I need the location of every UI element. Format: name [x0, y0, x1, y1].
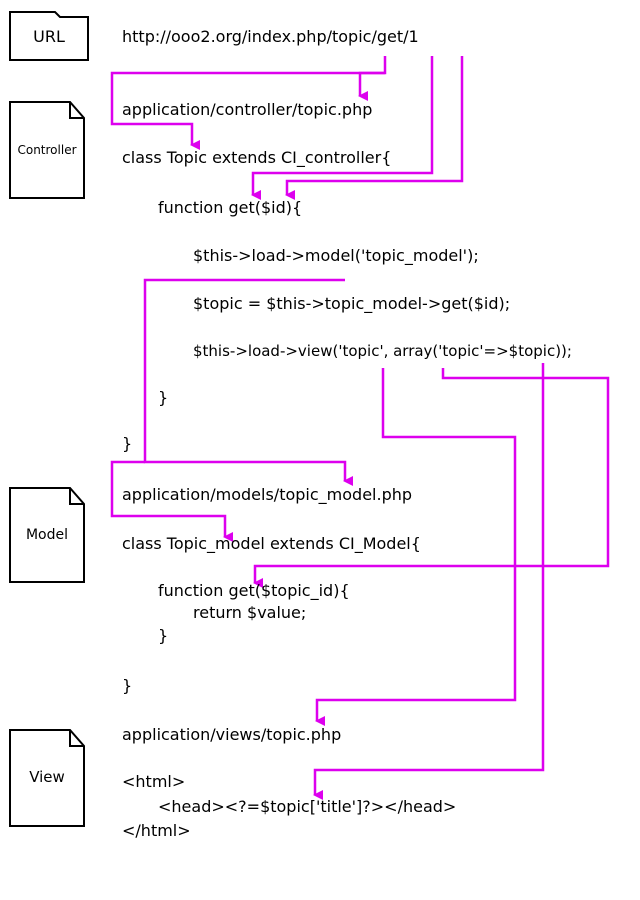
topic-get-line: $topic = $this->topic_model->get($id);: [193, 294, 511, 313]
arrow-url-id-to-param: [285, 56, 464, 200]
arrow-url-topic-to-class-topic: [110, 71, 385, 150]
url-label: URL: [33, 27, 65, 46]
html-open-line: <html>: [122, 772, 186, 791]
function-get-model-line: function get($topic_id){: [158, 581, 350, 600]
arrow-model-get-to-function-get: [253, 368, 610, 588]
class-model-line: class Topic_model extends CI_Model{: [122, 534, 421, 553]
close-class-brace: }: [122, 434, 133, 453]
head-line: <head><?=$topic['title']?></head>: [158, 797, 457, 816]
return-value-line: return $value;: [193, 603, 307, 622]
url-folder-icon: [9, 11, 89, 61]
html-close-line: </html>: [122, 821, 191, 840]
close-model-class-brace: }: [122, 676, 133, 695]
load-model-line: $this->load->model('topic_model');: [193, 246, 479, 265]
arrow-url-get-to-function-get: [251, 56, 434, 200]
controller-document-icon: [9, 101, 85, 199]
url-line: http://ooo2.org/index.php/topic/get/1: [122, 27, 419, 46]
model-path-line: application/models/topic_model.php: [122, 485, 413, 504]
arrow-view-to-view-path: [315, 368, 517, 726]
class-topic-line: class Topic extends CI_controller{: [122, 148, 392, 167]
controller-label: Controller: [17, 143, 77, 157]
model-label: Model: [25, 527, 69, 543]
view-path-line: application/views/topic.php: [122, 725, 342, 744]
close-function-brace: }: [158, 388, 169, 407]
arrow-model-load-to-class-model: [110, 460, 233, 542]
arrow-topic-var-to-template: [313, 363, 545, 800]
controller-path-line: application/controller/topic.php: [122, 100, 373, 119]
model-document-icon: [9, 487, 85, 583]
view-document-icon: [9, 729, 85, 827]
close-model-function-brace: }: [158, 626, 169, 645]
view-label: View: [29, 768, 65, 786]
arrow-url-topic-to-controller-path: [358, 56, 387, 101]
function-get-line: function get($id){: [158, 198, 303, 217]
load-view-line: $this->load->view('topic', array('topic'…: [193, 342, 572, 360]
